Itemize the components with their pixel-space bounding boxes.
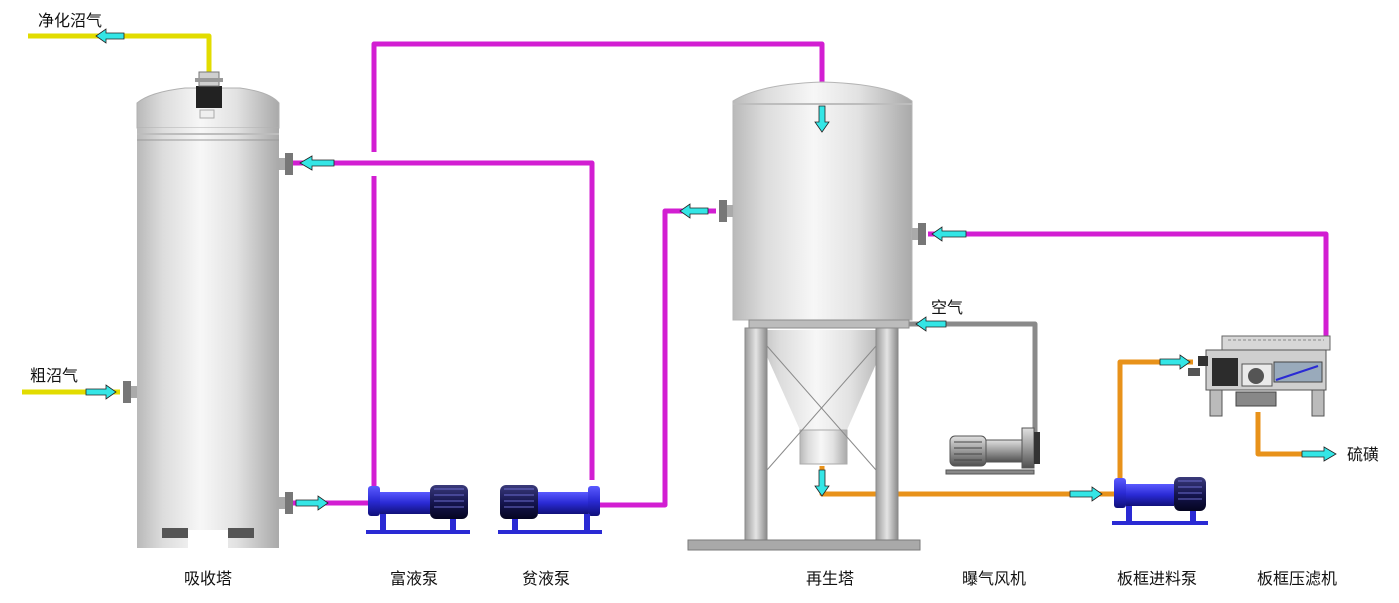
purified-biogas-pipe xyxy=(28,33,212,77)
regenerator-left-nozzle xyxy=(719,200,733,222)
regenerator-to-lean-pump-pipe xyxy=(593,208,716,508)
rich-liquid-pump xyxy=(366,485,470,534)
lean-liquid-pump xyxy=(498,485,602,534)
flow-arrow xyxy=(299,155,335,171)
flow-arrow xyxy=(814,469,830,497)
flow-arrow xyxy=(1069,486,1103,502)
absorber-top-side-nozzle xyxy=(279,153,293,175)
absorber-inlet-nozzle xyxy=(123,381,137,403)
raw-biogas-label: 粗沼气 xyxy=(30,366,78,385)
aeration-blower xyxy=(945,427,1040,475)
lean-pump-label: 贫液泵 xyxy=(522,569,570,588)
air-label: 空气 xyxy=(931,298,963,317)
flow-arrow xyxy=(85,384,117,400)
filter-press-label: 板框压滤机 xyxy=(1257,569,1337,588)
filter-feed-pump xyxy=(1112,477,1208,525)
aerator-fan-label: 曝气风机 xyxy=(962,569,1026,588)
regenerator-label: 再生塔 xyxy=(806,569,854,588)
flow-arrow xyxy=(295,495,329,511)
flow-arrow xyxy=(1301,446,1337,462)
rich-pump-label: 富液泵 xyxy=(390,569,438,588)
flow-arrows xyxy=(85,28,1337,511)
filter-feed-pump-label: 板框进料泵 xyxy=(1117,569,1197,588)
regenerator-right-nozzle xyxy=(912,223,926,245)
lean-to-absorber-pipe xyxy=(290,160,595,480)
flow-arrow xyxy=(1159,354,1191,370)
regeneration-tower xyxy=(687,81,926,551)
flow-arrow xyxy=(814,105,830,133)
sulfur-label: 硫磺 xyxy=(1347,445,1379,464)
rich-solution-upper-pipe xyxy=(371,41,825,152)
absorber-bottom-side-nozzle xyxy=(279,492,293,514)
flow-arrow xyxy=(931,226,967,242)
sulfur-outlet-pipe xyxy=(1255,412,1330,457)
flow-arrow xyxy=(95,28,125,44)
filter-feed-pipe xyxy=(1117,359,1193,485)
absorber-tower xyxy=(123,71,293,548)
absorber-label: 吸收塔 xyxy=(184,569,232,588)
flow-arrow xyxy=(915,316,947,332)
flow-arrow xyxy=(679,203,709,219)
plate-frame-filter-press xyxy=(1188,335,1331,417)
filter-return-pipe xyxy=(928,231,1329,338)
rich-solution-pipe xyxy=(290,176,377,506)
purified-biogas-label: 净化沼气 xyxy=(38,11,102,30)
